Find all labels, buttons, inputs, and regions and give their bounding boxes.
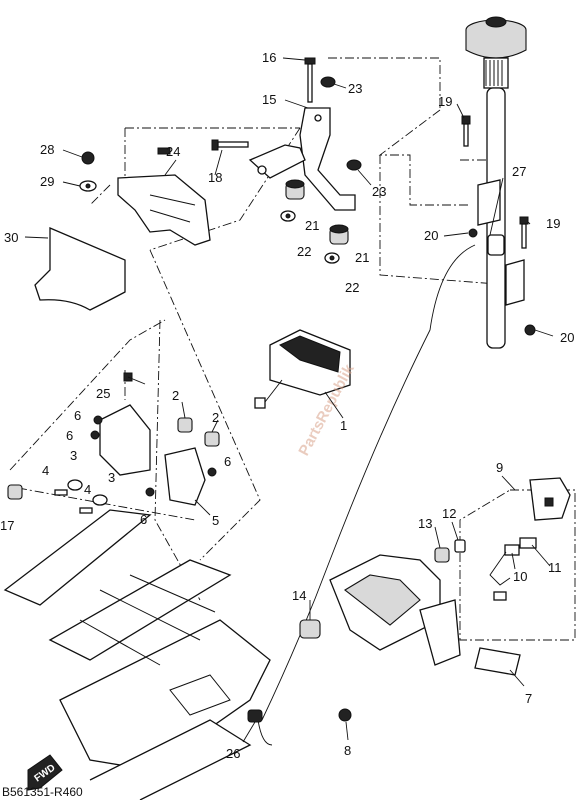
callout-1: 1 [340,418,347,433]
callout-12: 12 [442,506,456,521]
callout-24: 24 [166,144,180,159]
callout-30: 30 [4,230,18,245]
callout-8: 8 [344,743,351,758]
callout-25: 25 [96,386,110,401]
leader-lines [24,57,554,743]
callout-18: 18 [208,170,222,185]
callout-15: 15 [262,92,276,107]
bolts [211,57,529,249]
callout-4a: 4 [42,463,49,478]
callout-22a: 22 [297,244,311,259]
callout-4b: 4 [84,482,91,497]
callout-19b: 19 [546,216,560,231]
rubber-mounts [280,76,536,336]
license-light-part [489,477,571,601]
callout-27: 27 [512,164,526,179]
callout-9: 9 [496,460,503,475]
tail-lamp-part [254,329,351,409]
callout-13: 13 [418,516,432,531]
callout-14: 14 [292,588,306,603]
callout-19a: 19 [438,94,452,109]
license-bracket-parts [7,372,220,514]
callout-17: 17 [0,518,14,533]
pad-30-part [34,227,126,311]
reference-lines [9,57,511,601]
callout-20b: 20 [560,330,574,345]
callout-10: 10 [513,569,527,584]
frame-rails [3,509,271,800]
cable-26-part [247,244,476,746]
callout-28: 28 [40,142,54,157]
callout-2b: 2 [212,410,219,425]
bracket-24-part [79,147,211,246]
callout-2a: 2 [172,388,179,403]
callout-6b: 6 [66,428,73,443]
callout-23a: 23 [348,81,362,96]
callout-5: 5 [212,513,219,528]
callout-23b: 23 [372,184,386,199]
callout-21a: 21 [305,218,319,233]
callout-7: 7 [525,691,532,706]
callout-3a: 3 [70,448,77,463]
callout-11: 11 [548,560,562,575]
callout-26: 26 [226,746,240,761]
callout-22b: 22 [345,280,359,295]
fwd-arrow: FWD [27,754,63,791]
callout-6d: 6 [140,512,147,527]
steering-post-part [465,16,527,349]
bracket-15-part [248,107,356,211]
callout-6a: 6 [74,408,81,423]
callout-21b: 21 [355,250,369,265]
callout-29: 29 [40,174,54,189]
drawing-code: B561351-R460 [2,785,83,799]
callout-3b: 3 [108,470,115,485]
callout-16: 16 [262,50,276,65]
callout-labels: 1 2 2 3 3 4 4 5 6 6 6 6 7 8 9 10 11 12 1… [0,50,574,761]
rear-flap-part [299,539,521,722]
callout-6c: 6 [224,454,231,469]
callout-20a: 20 [424,228,438,243]
